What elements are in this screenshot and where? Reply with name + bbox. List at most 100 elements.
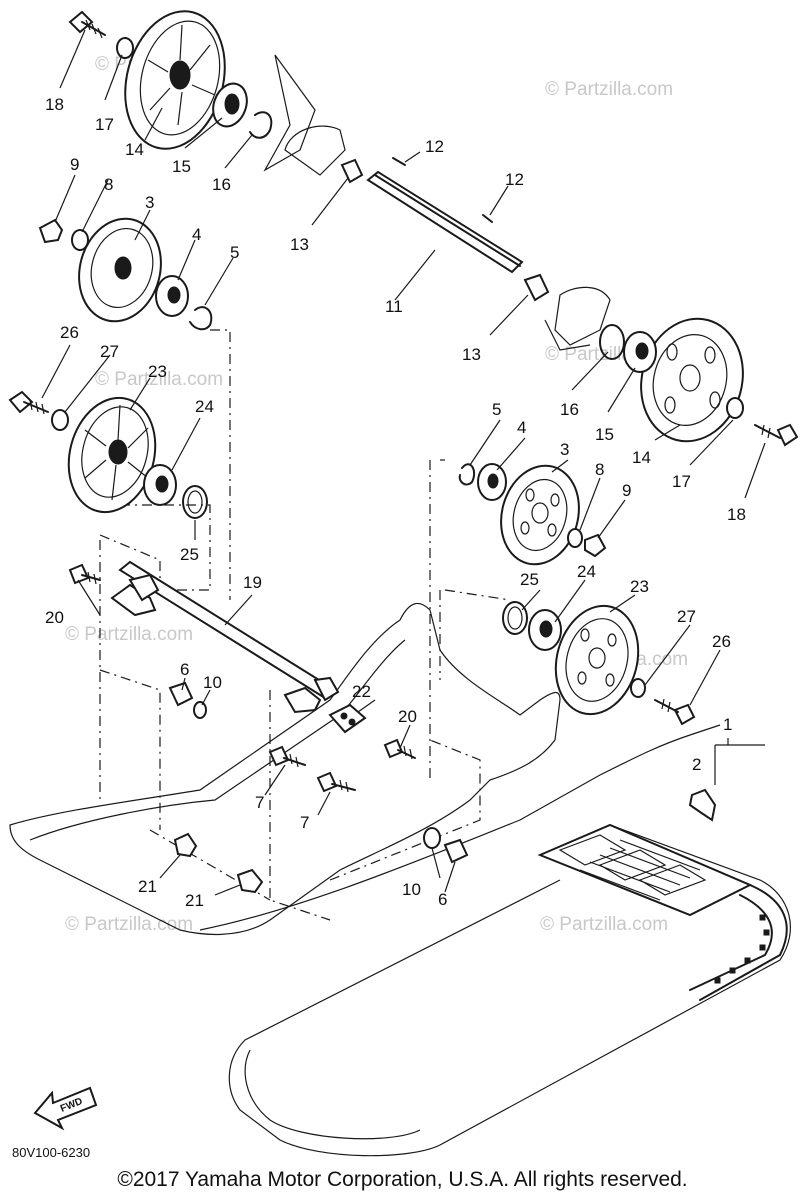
- callout-13: 13: [462, 345, 481, 364]
- callout-11: 11: [385, 297, 403, 316]
- nut-9-right: [584, 533, 607, 558]
- callout-20: 20: [45, 608, 64, 627]
- idler-wheel-14-left: [124, 10, 226, 150]
- nut-21-lower: [236, 868, 264, 894]
- washer-27-left: [51, 409, 69, 431]
- bearing-4-right: [477, 463, 507, 501]
- bolt-20-right: [383, 738, 416, 760]
- wheel-23-left: [67, 396, 157, 514]
- bolt-18-right: [754, 423, 799, 447]
- axle-19: [110, 560, 340, 714]
- watermark: © Partzilla.com: [95, 369, 223, 390]
- callout-2: 2: [692, 755, 701, 774]
- washer-17-right: [726, 397, 744, 419]
- circlip-5-right: [458, 463, 476, 486]
- callout-25: 25: [180, 545, 199, 564]
- callout-20: 20: [398, 707, 417, 726]
- callout-22: 22: [352, 682, 371, 701]
- callout-9: 9: [622, 481, 631, 500]
- callout-19: 19: [243, 573, 262, 592]
- watermark: © Partzilla.com: [540, 914, 668, 935]
- diagram-code: 80V100-6230: [12, 1145, 90, 1160]
- watermark: © Partzilla.com: [545, 79, 673, 100]
- callout-5: 5: [230, 243, 239, 262]
- callout-7: 7: [255, 793, 264, 812]
- callout-12: 12: [425, 137, 444, 156]
- watermark: © Partzilla.com: [65, 914, 193, 935]
- bolt-26-right: [654, 698, 696, 726]
- collar-13-lower: [523, 273, 550, 302]
- nut-9-left: [38, 218, 64, 244]
- washer-17-left: [116, 37, 134, 59]
- clip-2: [688, 788, 717, 822]
- circlip-16-right: [599, 324, 625, 360]
- callout-18: 18: [727, 505, 746, 524]
- bolt-7-right: [316, 771, 356, 793]
- callout-16: 16: [212, 175, 231, 194]
- callout-6: 6: [180, 660, 189, 679]
- watermark: © Partzilla.com: [65, 624, 193, 645]
- callout-6: 6: [438, 890, 447, 909]
- wheel-3-left: [78, 217, 162, 323]
- bearing-24-right: [528, 609, 562, 651]
- callout-23: 23: [148, 362, 167, 381]
- callout-labels: 18 17 14 15 16 9 8 3 4 5 26 27 23 24 25 …: [45, 95, 746, 910]
- callout-7: 7: [300, 813, 309, 832]
- spacer-6-left: [168, 681, 194, 707]
- exploded-view-drawing: © Partzilla.com © Partzilla.com © Partzi…: [8, 10, 799, 1160]
- callout-17: 17: [672, 472, 691, 491]
- circlip-25-right: [502, 601, 528, 635]
- callout-3: 3: [145, 193, 154, 212]
- callout-27: 27: [100, 342, 119, 361]
- watermarks: © Partzilla.com © Partzilla.com © Partzi…: [65, 54, 688, 935]
- plate-22: [328, 703, 367, 734]
- bolt-26-left: [8, 390, 49, 415]
- shaft-11: [366, 170, 524, 274]
- callout-23: 23: [630, 577, 649, 596]
- callout-3: 3: [560, 440, 569, 459]
- callout-10: 10: [402, 880, 421, 899]
- bearing-4-left: [155, 275, 189, 317]
- bolt-18-left: [68, 10, 106, 39]
- circlip-25-left: [182, 485, 208, 519]
- circlip-16-left: [249, 111, 273, 139]
- spacer-6-right: [443, 838, 469, 864]
- washer-10-left: [193, 701, 207, 719]
- bearing-15-left: [212, 82, 248, 128]
- wheel-3-right: [500, 464, 580, 566]
- fwd-arrow-icon: FWD: [33, 1086, 98, 1131]
- callout-13: 13: [290, 235, 309, 254]
- circlip-5-left: [189, 306, 213, 331]
- callout-8: 8: [595, 460, 604, 479]
- callout-18: 18: [45, 95, 64, 114]
- bearing-24-left: [143, 464, 177, 506]
- callout-12: 12: [505, 170, 524, 189]
- callout-10: 10: [203, 673, 222, 692]
- callout-17: 17: [95, 115, 114, 134]
- callout-5: 5: [492, 400, 501, 419]
- pin-12-upper: [392, 157, 406, 166]
- washer-27-right: [630, 678, 646, 698]
- bolt-7-left: [268, 745, 306, 768]
- bearing-15-right: [623, 331, 657, 373]
- callout-27: 27: [677, 607, 696, 626]
- track-assembly-1: [228, 823, 791, 1157]
- copyright-notice: ©2017 Yamaha Motor Corporation, U.S.A. A…: [117, 1168, 688, 1191]
- callout-1: 1: [723, 715, 732, 734]
- idler-wheel-14-right: [640, 317, 744, 443]
- washer-8-left: [71, 229, 89, 251]
- pin-12-lower: [482, 214, 493, 223]
- callout-24: 24: [195, 397, 214, 416]
- callout-21: 21: [185, 891, 204, 910]
- callout-9: 9: [70, 155, 79, 174]
- bolt-20-left: [68, 563, 101, 585]
- callout-4: 4: [517, 418, 526, 437]
- leader-lines: [41, 29, 766, 896]
- callout-14: 14: [125, 140, 144, 159]
- callout-21: 21: [138, 877, 157, 896]
- callout-26: 26: [60, 323, 79, 342]
- washer-8-right: [567, 528, 583, 548]
- callout-15: 15: [595, 425, 614, 444]
- callout-16: 16: [560, 400, 579, 419]
- callout-26: 26: [712, 632, 731, 651]
